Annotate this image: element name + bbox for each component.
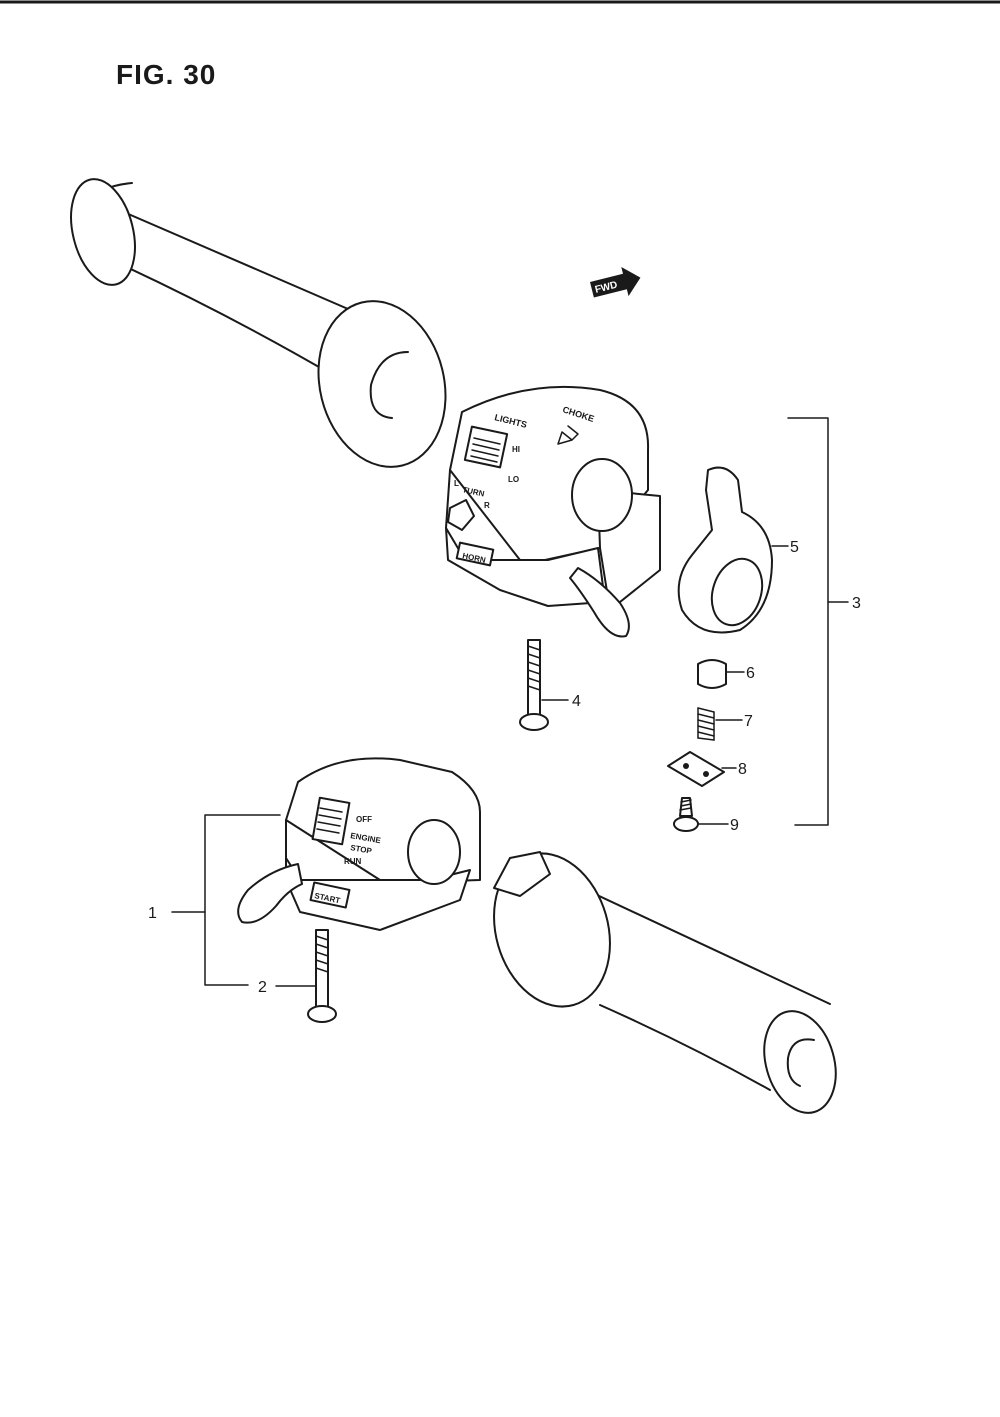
spring-icon [697,706,715,742]
callout-5: 5 [790,539,799,556]
throttle-grip-icon [493,851,837,1114]
callout-2: 2 [258,979,267,996]
lo-label: LO [508,475,519,484]
callout-8: 8 [738,761,747,778]
turn-l-label: L [454,479,459,488]
callout-9: 9 [730,817,739,834]
left-handlebar-switch-icon: OFF ENGINE STOP RUN START [237,757,481,931]
run-label: RUN [344,857,362,866]
hi-label: HI [512,445,520,454]
off-label: OFF [356,815,372,824]
choke-lever-icon [677,466,773,634]
callout-3: 3 [852,595,861,612]
callout-6: 6 [746,665,755,682]
choke-arrow-icon [557,425,579,445]
screw-icon [519,639,549,731]
fwd-label: FWD [594,280,619,296]
figure-title: FIG. 30 [116,59,216,90]
screw-icon [673,797,699,832]
callout-leaders [171,417,849,987]
fwd-arrow-icon: FWD [590,266,641,298]
right-handlebar-switch-icon: LIGHTS HI LO CHOKE L TURN R HORN [445,385,661,638]
callout-1: 1 [148,905,157,922]
cap-icon [697,659,727,689]
callout-4: 4 [572,693,581,710]
turn-r-label: R [484,501,490,510]
handlebar-grip-icon [70,178,447,468]
screw-icon [307,929,337,1023]
callout-7: 7 [744,713,753,730]
plate-icon [667,751,725,787]
stop-label: STOP [350,843,374,856]
